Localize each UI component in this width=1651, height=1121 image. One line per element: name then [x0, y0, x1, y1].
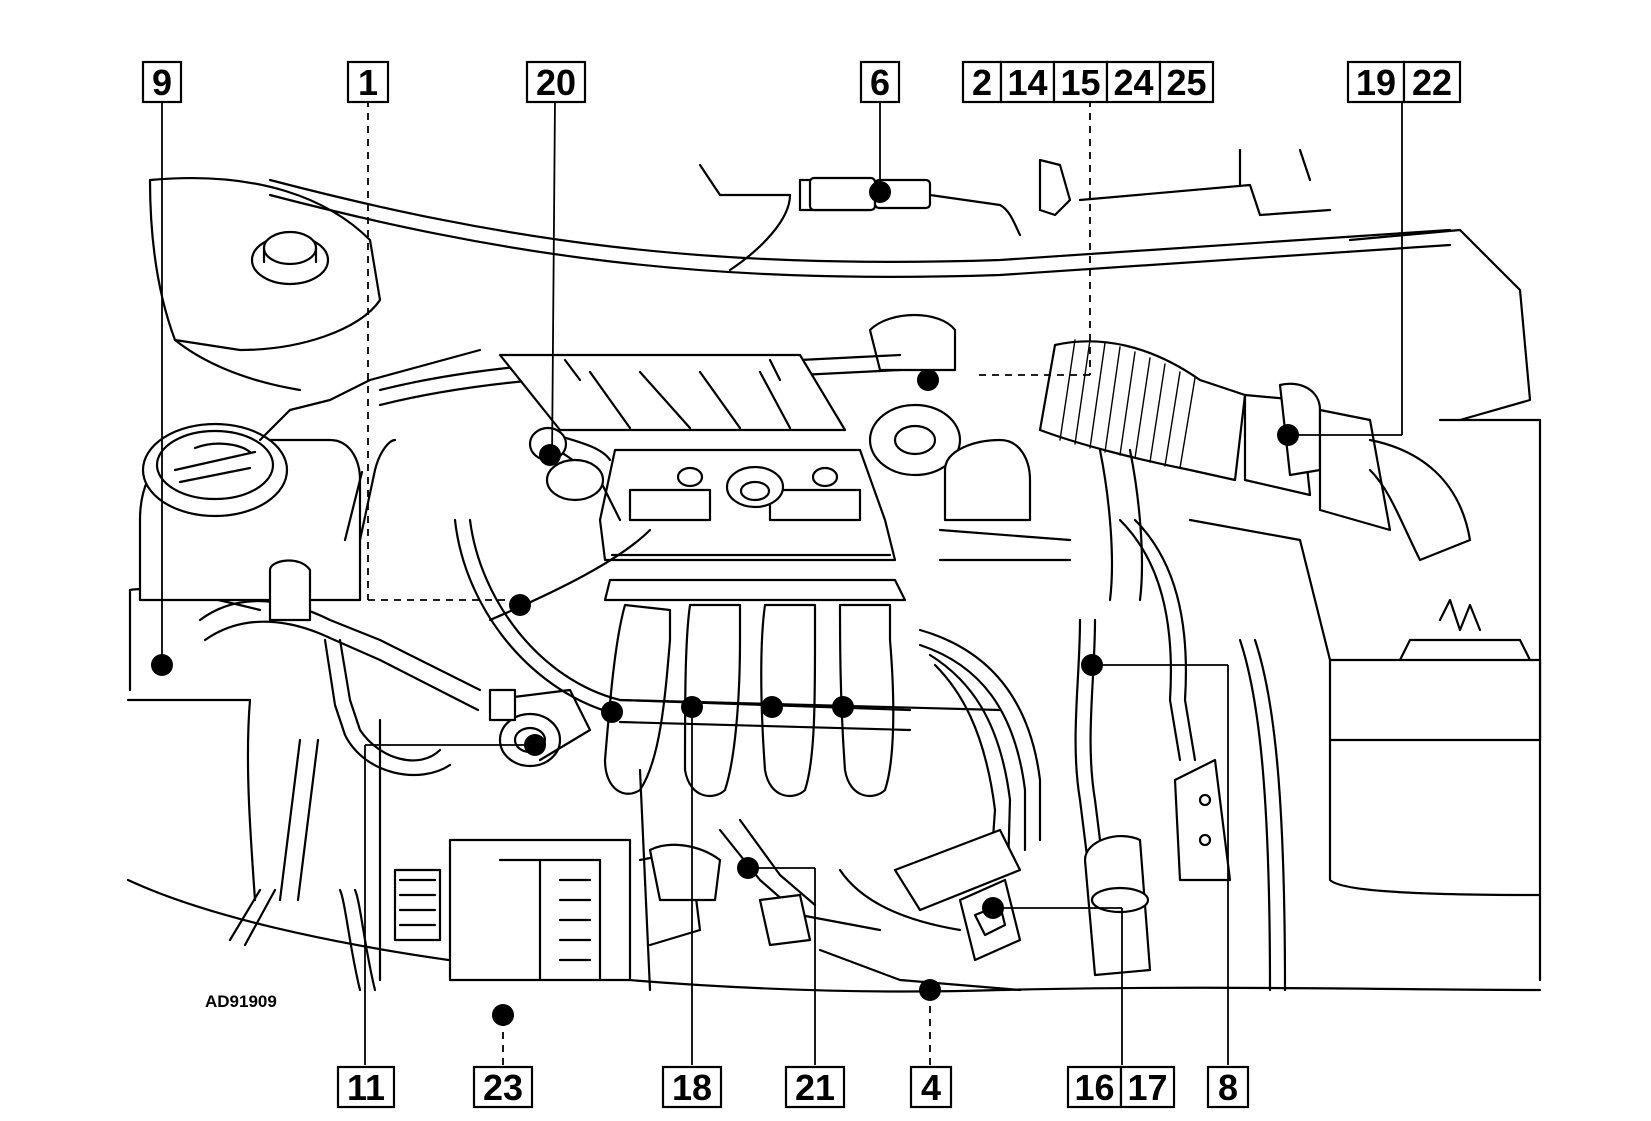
- callout-label-18: 18: [672, 1067, 712, 1108]
- point-9: [151, 654, 173, 676]
- callout-label-19: 19: [1356, 62, 1396, 103]
- callout-label-2: 2: [972, 62, 992, 103]
- callout-box-21: [784, 1065, 846, 1109]
- figure-code: AD91909: [205, 992, 277, 1011]
- callout-label-25: 25: [1166, 62, 1206, 103]
- callout-label-6: 6: [870, 62, 890, 103]
- callout-label-21: 21: [795, 1067, 835, 1108]
- point-8: [1081, 654, 1103, 676]
- callout-box-23: [472, 1065, 534, 1109]
- callout-box-15: [1052, 60, 1109, 104]
- callout-label-20: 20: [536, 62, 576, 103]
- callout-points: [151, 181, 1299, 1026]
- point-18-b: [681, 696, 703, 718]
- callout-box-8: [1206, 1065, 1250, 1109]
- point-20: [539, 444, 561, 466]
- callout-box-20: [525, 60, 587, 104]
- callout-box-6: [859, 60, 901, 104]
- point-4: [919, 979, 941, 1001]
- callout-box-11: [336, 1065, 396, 1109]
- callout-box-16: [1066, 1065, 1123, 1109]
- point-21: [737, 857, 759, 879]
- callout-box-24: [1105, 60, 1162, 104]
- callout-box-18: [661, 1065, 723, 1109]
- point-18-a: [601, 701, 623, 723]
- point-19-22: [1277, 424, 1299, 446]
- callout-label-23: 23: [483, 1067, 523, 1108]
- callout-label-16: 16: [1074, 1067, 1114, 1108]
- callout-box-22: [1402, 60, 1462, 104]
- point-11: [524, 734, 546, 756]
- callout-label-8: 8: [1218, 1067, 1238, 1108]
- point-2-group: [917, 369, 939, 391]
- callout-label-22: 22: [1412, 62, 1452, 103]
- engine-line-art: [126, 148, 1542, 993]
- point-18-c: [761, 696, 783, 718]
- air-intake-hose: [1038, 339, 1472, 562]
- point-18-d: [832, 696, 854, 718]
- callout-label-1: 1: [358, 62, 378, 103]
- callout-box-9: [141, 60, 183, 104]
- callout-box-14: [999, 60, 1056, 104]
- callout-label-15: 15: [1060, 62, 1100, 103]
- callout-box-4: [909, 1065, 953, 1109]
- callout-label-24: 24: [1113, 62, 1153, 103]
- point-23: [492, 1004, 514, 1026]
- callout-leader-lines: [161, 99, 1403, 1065]
- callout-label-9: 9: [152, 62, 172, 103]
- point-6: [869, 181, 891, 203]
- callout-label-17: 17: [1127, 1067, 1167, 1108]
- point-16-17: [982, 897, 1004, 919]
- point-1: [509, 594, 531, 616]
- callout-box-1: [346, 60, 390, 104]
- intake-runners: [603, 578, 912, 798]
- callout-box-17: [1119, 1065, 1176, 1109]
- callout-box-25: [1158, 60, 1215, 104]
- callout-label-14: 14: [1007, 62, 1047, 103]
- callout-label-11: 11: [347, 1067, 385, 1108]
- callout-label-4: 4: [921, 1067, 941, 1108]
